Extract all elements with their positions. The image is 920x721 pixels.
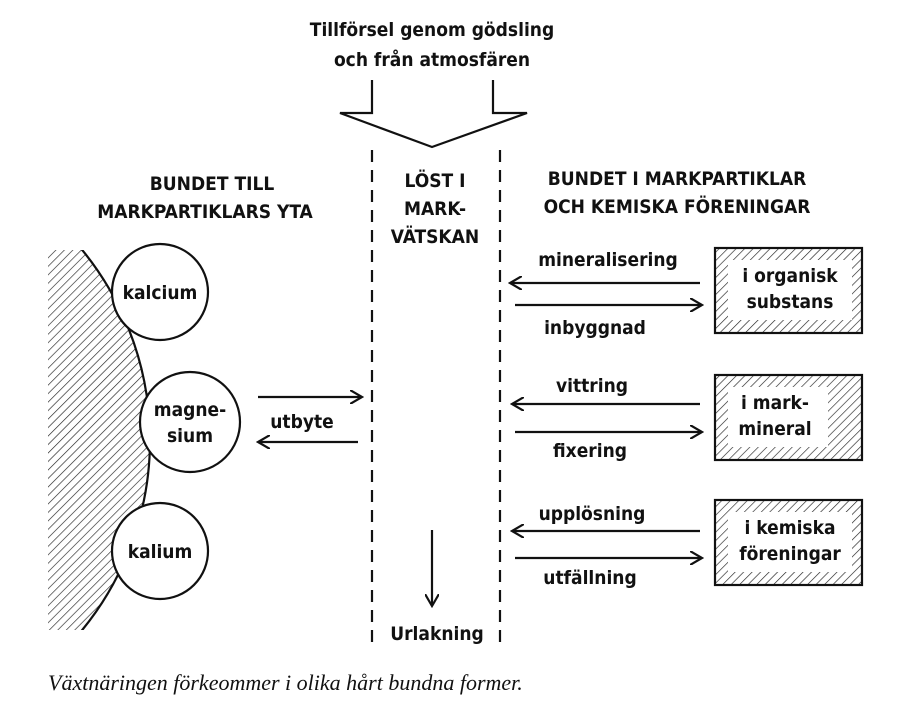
header-middle-line1: LÖST I	[404, 168, 465, 192]
pool-box-line2: föreningar	[739, 543, 841, 565]
ion-magnesium-label-line1: magne-	[154, 399, 226, 421]
pool-box-line2: mineral	[738, 418, 811, 440]
header-right-line2: OCH KEMISKA FÖRENINGAR	[544, 194, 811, 218]
supply-label-line2: och från atmosfären	[334, 47, 530, 71]
process-binding-label: fixering	[553, 440, 627, 462]
figure-caption: Växtnäringen förkeommer i olika hårt bun…	[48, 670, 523, 695]
process-release-label: upplösning	[539, 503, 646, 525]
header-left-line2: MARKPARTIKLARS YTA	[97, 201, 313, 223]
ion-kalium-label: kalium	[128, 541, 193, 563]
header-middle-line2: MARK-	[404, 198, 466, 220]
ion-kalium-circle	[110, 501, 210, 601]
process-binding-label: inbyggnad	[544, 317, 646, 339]
leaching-label: Urlakning	[390, 623, 484, 645]
supply-label-line1: Tillförsel genom gödsling	[310, 19, 554, 41]
ion-kalcium-label: kalcium	[123, 282, 198, 304]
ion-magnesium-label-line2: sium	[167, 425, 213, 447]
pool-box-line1: i mark-	[741, 392, 809, 414]
process-release-label: mineralisering	[538, 249, 678, 271]
header-right-line1: BUNDET I MARKPARTIKLAR	[548, 168, 807, 190]
header-middle-line3: VÄTSKAN	[391, 224, 479, 248]
supply-arrow	[339, 80, 528, 149]
process-release-label: vittring	[556, 375, 628, 397]
soil-particle	[48, 250, 152, 630]
pool-box-line2: substans	[747, 291, 834, 313]
process-binding-label: utfällning	[543, 567, 636, 589]
pool-box-line1: i organisk	[742, 265, 838, 287]
exchange-label: utbyte	[270, 411, 334, 433]
ion-magnesium-circle	[138, 370, 242, 474]
header-left-line1: BUNDET TILL	[150, 173, 275, 195]
pool-box-line1: i kemiska	[745, 517, 836, 539]
ion-kalcium-circle	[110, 242, 210, 342]
